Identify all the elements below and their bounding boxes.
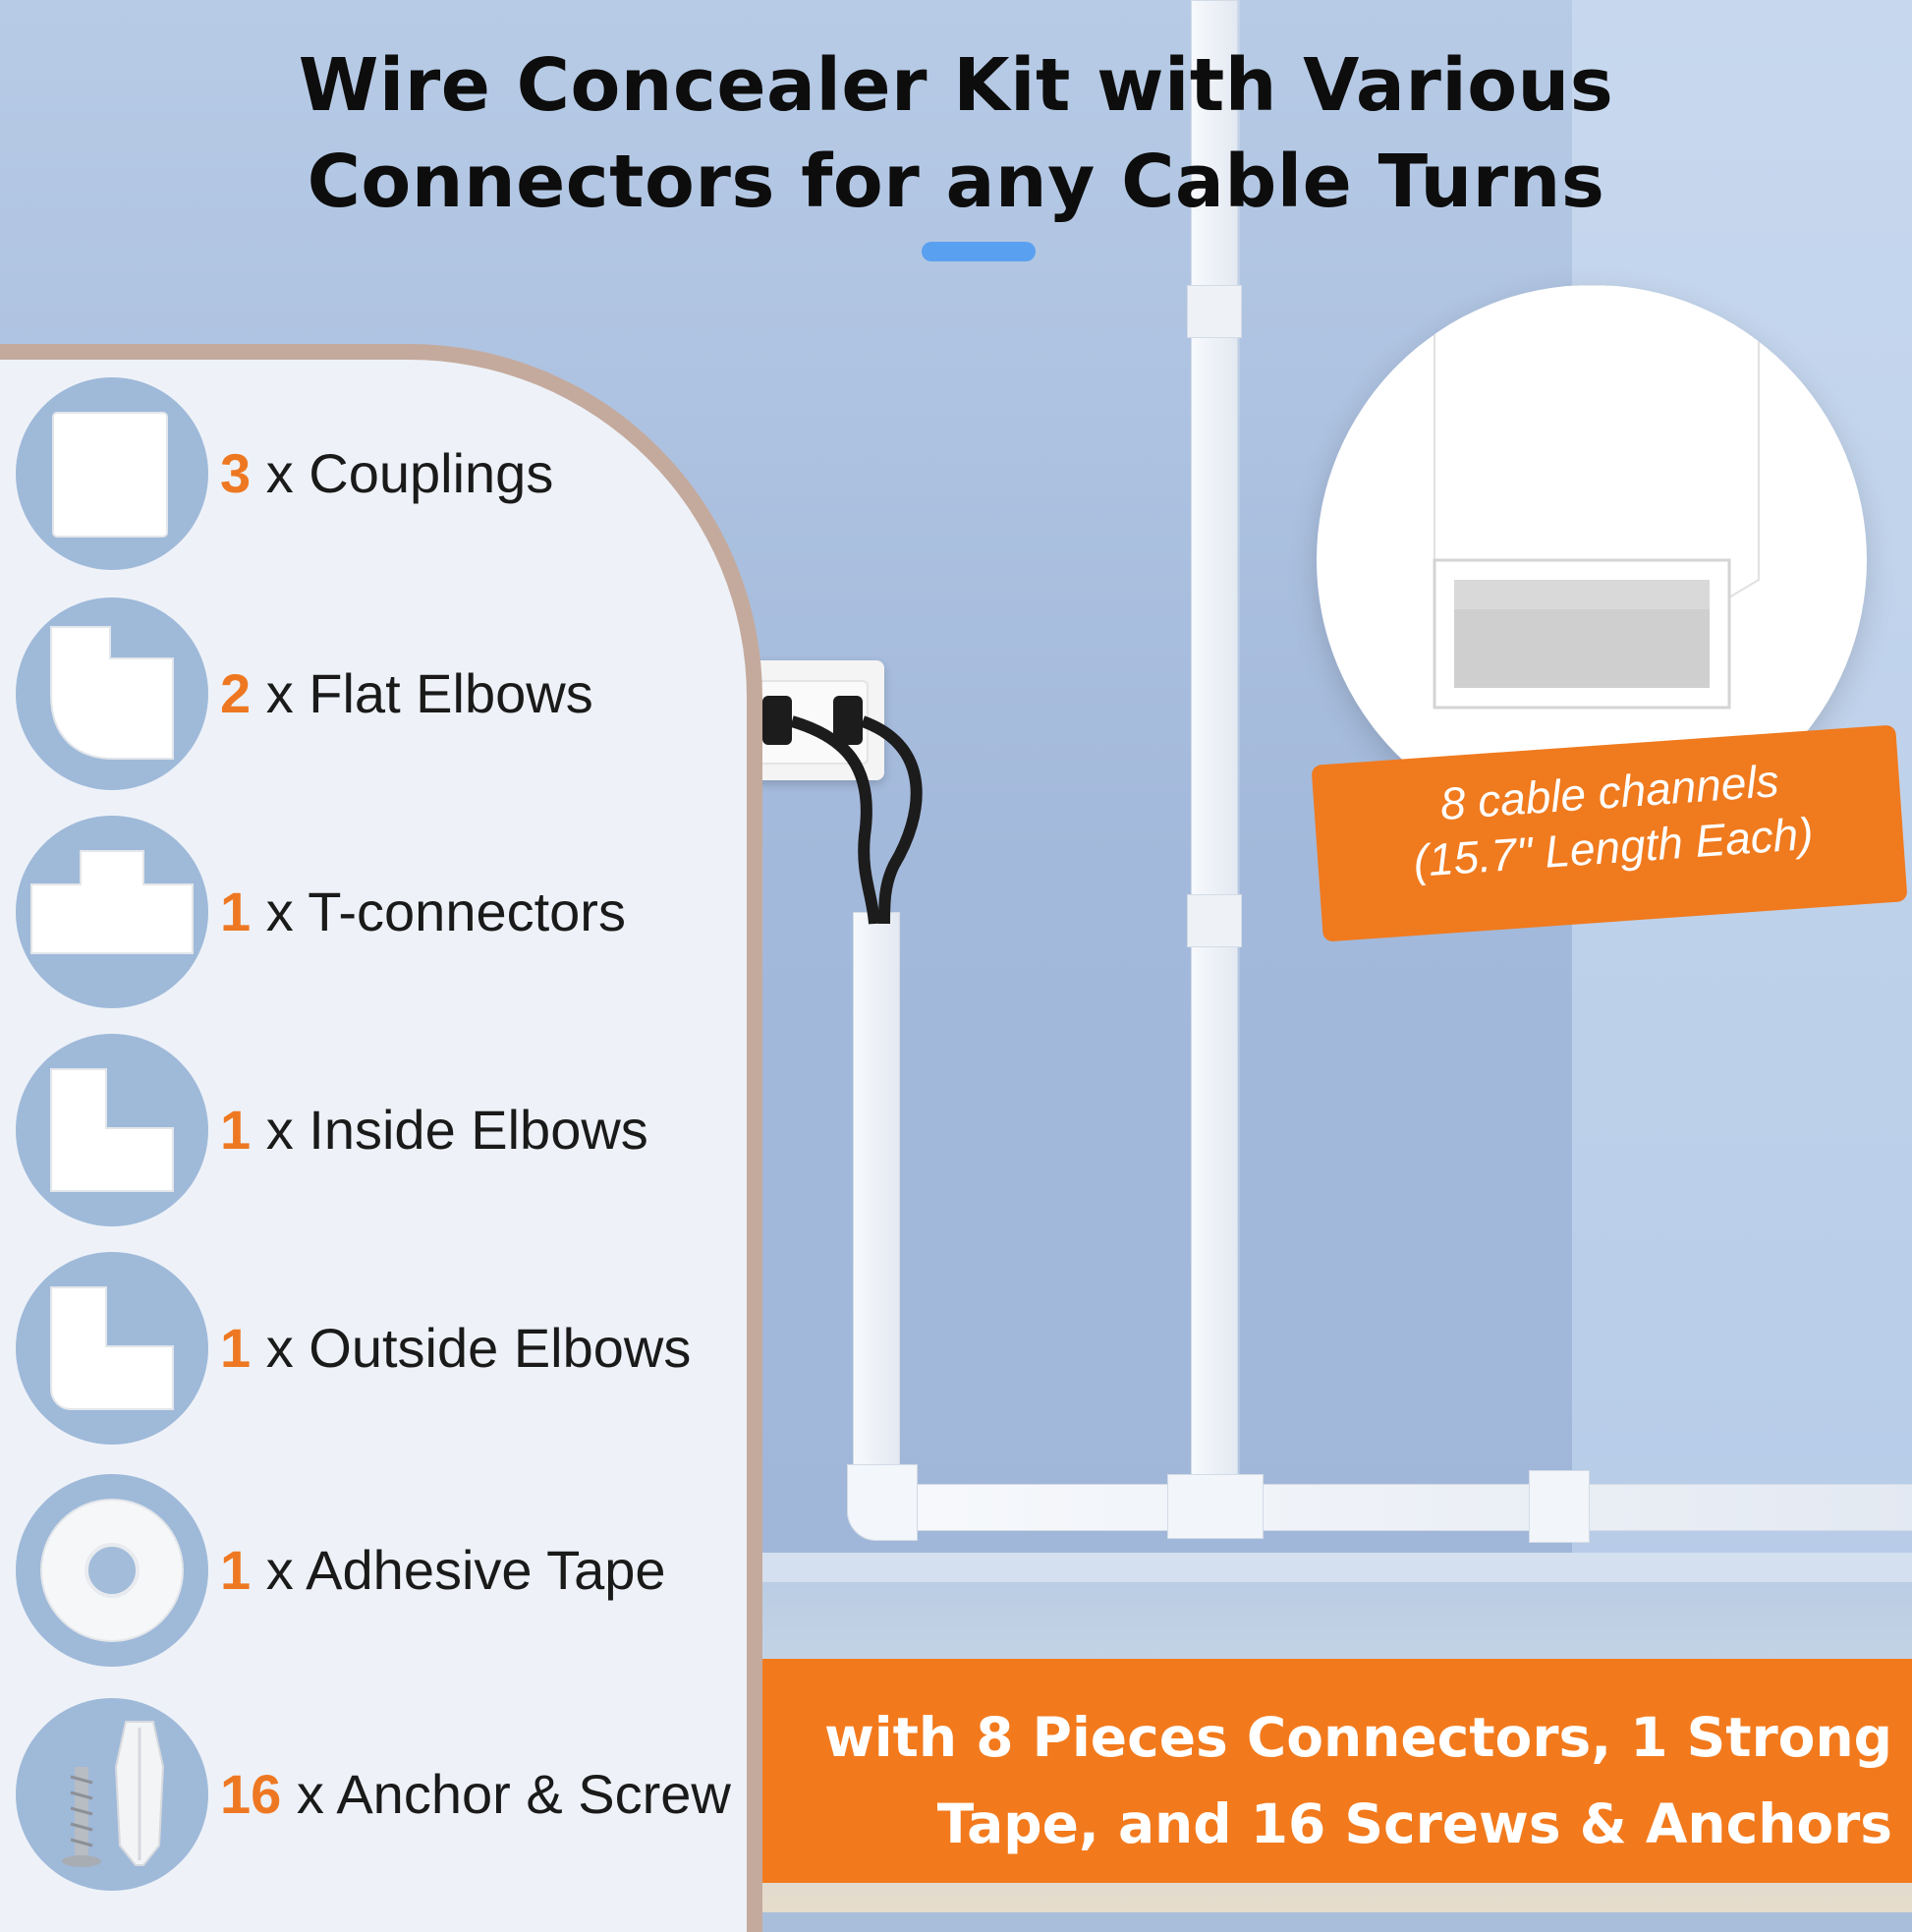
accessory-quantity: 16 [220,1763,282,1825]
title-line-2: Connectors for any Cable Turns [307,140,1605,224]
accessory-quantity: 1 [220,1099,252,1161]
accessory-item-outside-elbows: 1 x Outside Elbows [16,1252,762,1445]
accessory-name: x Anchor & Screw [281,1763,731,1825]
accessory-item-couplings: 3 x Couplings [16,377,762,570]
coupling-middle [1187,894,1242,947]
accessory-label: 1 x Outside Elbows [220,1315,691,1382]
accessory-name: x Inside Elbows [251,1099,648,1161]
flat-elbow-icon [16,597,208,790]
coupling-top [1187,285,1242,338]
vertical-channel-outlet [853,912,900,1494]
accessory-item-inside-elbows: 1 x Inside Elbows [16,1034,762,1226]
accessory-label: 1 x Adhesive Tape [220,1537,666,1604]
page-title: Wire Concealer Kit with Various Connecto… [0,37,1912,230]
accessory-label: 3 x Couplings [220,440,553,507]
adhesive-tape-icon [16,1474,208,1667]
accessory-label: 1 x Inside Elbows [220,1097,648,1164]
accessory-name: x Adhesive Tape [251,1539,666,1601]
t-connector-icon [16,816,208,1008]
accessory-quantity: 1 [220,881,252,942]
accessory-quantity: 3 [220,442,252,504]
accessory-name: x Flat Elbows [251,662,593,724]
horizontal-channel [884,1484,1912,1531]
title-line-1: Wire Concealer Kit with Various [298,43,1614,128]
plug-right [833,696,863,745]
plug-left [762,696,792,745]
flat-elbow-bottom [847,1464,918,1541]
accessory-name: x Outside Elbows [251,1317,692,1379]
outside-elbow-icon [16,1252,208,1445]
accessory-label: 16 x Anchor & Screw [220,1761,731,1828]
summary-line-1: with 8 Pieces Connectors, 1 Strong [823,1706,1892,1769]
accessory-quantity: 1 [220,1317,252,1379]
title-accent-bar [922,242,1036,261]
accessory-name: x T-connectors [251,881,626,942]
accessory-name: x Couplings [251,442,554,504]
corner-elbow [1529,1470,1590,1543]
accessory-quantity: 2 [220,662,252,724]
anchor-screw-icon [16,1698,208,1891]
accessory-label: 2 x Flat Elbows [220,660,593,727]
accessory-item-adhesive-tape: 1 x Adhesive Tape [16,1474,762,1667]
summary-banner-text: with 8 Pieces Connectors, 1 Strong Tape,… [762,1694,1892,1867]
baseboard [629,1553,1912,1582]
summary-line-2: Tape, and 16 Screws & Anchors [936,1792,1892,1855]
inside-elbow-icon [16,1034,208,1226]
coupling-icon [16,377,208,570]
t-connector-bottom [1167,1474,1264,1539]
accessory-item-flat-elbows: 2 x Flat Elbows [16,597,762,790]
power-cords [762,696,923,925]
accessory-item-t-connectors: 1 x T-connectors [16,816,762,1008]
accessory-quantity: 1 [220,1539,252,1601]
accessory-item-anchor-screw: 16 x Anchor & Screw [16,1698,762,1891]
summary-banner [762,1659,1912,1883]
accessory-label: 1 x T-connectors [220,879,626,945]
vertical-channel-main [1191,0,1238,1506]
